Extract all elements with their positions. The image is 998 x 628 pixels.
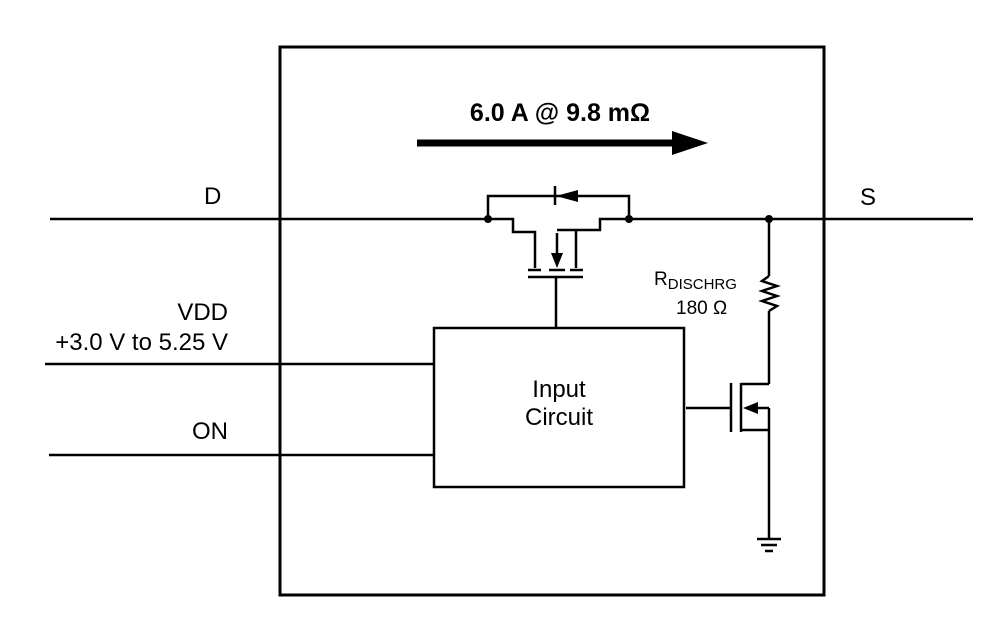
body-diode-icon — [486, 186, 631, 219]
vdd-range-label: +3.0 V to 5.25 V — [55, 329, 228, 356]
input-circuit-block — [432, 326, 686, 489]
package-outline — [278, 45, 826, 597]
input-circuit-label: Input Circuit — [434, 376, 684, 432]
current-arrow-icon — [417, 131, 708, 155]
on-pin-label: ON — [192, 418, 228, 445]
input-circuit-line2: Circuit — [524, 404, 593, 431]
source-pin-label: S — [860, 184, 877, 211]
discharge-resistor-icon — [758, 274, 781, 313]
drain-pin-label: D — [204, 183, 222, 210]
current-rating-label: 6.0 A @ 9.8 mΩ — [469, 99, 651, 127]
vdd-pin-label: VDD — [177, 299, 228, 326]
discharge-mosfet-icon — [686, 382, 771, 538]
resistor-value-label: 180 Ω — [676, 298, 728, 319]
input-circuit-line1: Input — [532, 376, 586, 403]
pass-mosfet-icon — [488, 217, 629, 328]
resistor-name-label: RDISCHRG — [654, 270, 737, 292]
resistor-name-subscript: DISCHRG — [667, 276, 737, 293]
ground-icon — [757, 537, 781, 553]
resistor-name-main: R — [654, 269, 668, 290]
